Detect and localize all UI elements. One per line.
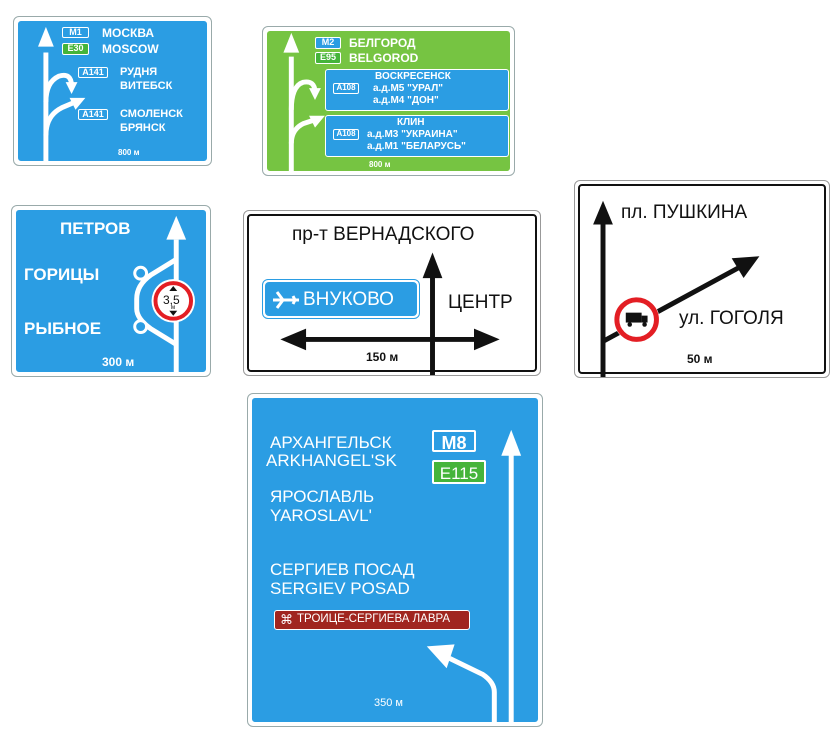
destination-arkhangelsk-en: ARKHANGEL'SK xyxy=(266,451,397,470)
turn-arrows-diagram xyxy=(593,200,760,377)
landmark-troitse-sergieva-lavra: ТРОИЦЕ-СЕРГИЕВА ЛАВРА xyxy=(297,613,451,625)
destination-bryansk: БРЯНСК xyxy=(120,122,166,134)
destination-belgorod-ru: БЕЛГОРОД xyxy=(349,36,416,50)
lane-arrows-diagram xyxy=(283,32,325,175)
destination-pushkina: пл. ПУШКИНА xyxy=(621,202,748,223)
destination-rybnoe: РЫБНОЕ xyxy=(24,319,102,338)
route-badge-e30: E30 xyxy=(62,43,89,55)
destination-petrov: ПЕТРОВ xyxy=(60,219,131,238)
destination-yaroslavl-ru: ЯРОСЛАВЛЬ xyxy=(270,487,375,506)
intersection-arrows-diagram xyxy=(280,252,500,375)
airport-panel: ВНУКОВО xyxy=(262,279,420,319)
landmark-icon: ⌘ xyxy=(280,612,293,627)
height-limit-unit: м xyxy=(171,305,176,311)
sign-belgorod-klin: M2 БЕЛГОРОД E95 BELGOROD A108 ВОСКРЕСЕНС… xyxy=(262,26,515,176)
route-badge-e95: E95 xyxy=(315,52,341,64)
destination-klin: КЛИН xyxy=(397,117,425,128)
road-belarus: а.д.М1 "БЕЛАРУСЬ" xyxy=(367,141,466,152)
height-limit-value: 3,5 xyxy=(163,293,180,307)
no-trucks-icon xyxy=(613,296,660,343)
destination-belgorod-en: BELGOROD xyxy=(349,51,419,65)
sign-petrov-goritsy: ПЕТРОВ ГОРИЦЫ РЫБНОЕ 3,5 м 300 м xyxy=(11,205,211,377)
route-badge-a108: A108 xyxy=(333,83,359,94)
route-badge-e115: E115 xyxy=(432,460,486,484)
destination-yaroslavl-en: YAROSLAVL' xyxy=(270,506,372,525)
sign-arkhangelsk: АРХАНГЕЛЬСК ARKHANGEL'SK M8 E115 ЯРОСЛАВ… xyxy=(247,393,543,727)
destination-arkhangelsk-ru: АРХАНГЕЛЬСК xyxy=(270,433,392,452)
distance-label: 150 м xyxy=(366,350,399,364)
destination-vitebsk: ВИТЕБСК xyxy=(120,80,173,92)
sign-pushkina-gogolya: пл. ПУШКИНА ул. ГОГОЛЯ 50 м xyxy=(574,180,830,378)
destination-gogolya: ул. ГОГОЛЯ xyxy=(679,308,784,329)
destination-vernadskogo: пр-т ВЕРНАДСКОГО xyxy=(292,224,475,245)
distance-label: 800 м xyxy=(118,148,140,157)
route-badge-a141: A141 xyxy=(78,109,108,120)
destination-sergiev-posad-ru: СЕРГИЕВ ПОСАД xyxy=(270,560,415,579)
route-badge-m2: M2 xyxy=(315,37,341,49)
destination-sergiev-posad-en: SERGIEV POSAD xyxy=(270,579,410,598)
destination-vnukovo: ВНУКОВО xyxy=(303,289,394,310)
destination-tsentr: ЦЕНТР xyxy=(448,292,513,313)
sign-vernadskogo: пр-т ВЕРНАДСКОГО ВНУКОВО ЦЕНТР 150 м xyxy=(243,210,541,376)
sign-moscow-smolensk: M1 МОСКВА E30 MOSCOW A141 РУДНЯ ВИТЕБСК … xyxy=(13,16,212,166)
destination-moskva: МОСКВА xyxy=(102,26,155,40)
destination-voskresensk: ВОСКРЕСЕНСК xyxy=(375,71,451,82)
distance-label: 50 м xyxy=(687,352,713,366)
road-don: а.д.М4 "ДОН" xyxy=(373,95,439,106)
airplane-icon xyxy=(273,291,299,309)
route-badge-a141: A141 xyxy=(78,67,108,78)
destination-goritsy: ГОРИЦЫ xyxy=(24,265,100,284)
route-badge-m8: M8 xyxy=(432,430,476,452)
height-limit-icon xyxy=(151,279,196,323)
distance-label: 300 м xyxy=(102,355,135,369)
destination-moscow: MOSCOW xyxy=(102,42,159,56)
lane-arrows-diagram xyxy=(38,26,86,165)
distance-label: 800 м xyxy=(369,160,391,169)
route-badge-a108: A108 xyxy=(333,129,359,140)
exit-arrows-diagram xyxy=(426,429,522,726)
road-ural: а.д.М5 "УРАЛ" xyxy=(373,83,443,94)
route-badge-m1: M1 xyxy=(62,27,89,38)
road-ukraina: а.д.М3 "УКРАИНА" xyxy=(367,129,458,140)
destination-rudnya: РУДНЯ xyxy=(120,66,158,78)
bypass-road-diagram xyxy=(133,215,196,376)
destination-smolensk: СМОЛЕНСК xyxy=(120,108,183,120)
landmark-panel: ⌘ ТРОИЦЕ-СЕРГИЕВА ЛАВРА xyxy=(274,610,470,630)
distance-label: 350 м xyxy=(374,697,403,709)
